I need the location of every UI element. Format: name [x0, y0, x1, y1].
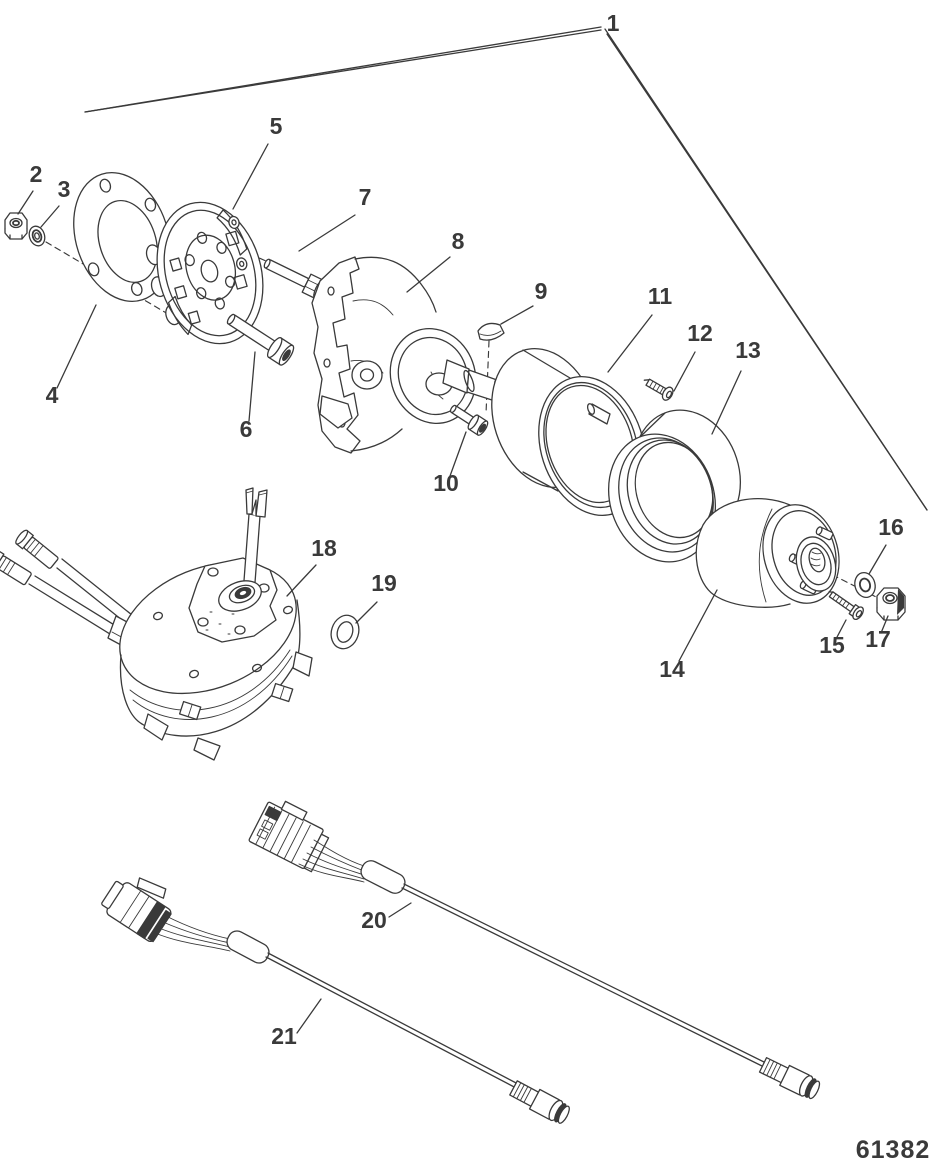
plug-connector	[248, 800, 330, 873]
callout-15: 15	[819, 632, 845, 658]
drawing-number: 61382	[856, 1136, 931, 1162]
callout-12: 12	[687, 320, 713, 346]
callout-8: 8	[452, 228, 465, 254]
callout-14: 14	[659, 656, 685, 682]
part-9-key	[477, 322, 505, 341]
hose-fitting-upper	[15, 529, 59, 569]
callout-7: 7	[359, 184, 372, 210]
callout-leader-19	[355, 601, 378, 624]
part-19-oring	[330, 614, 360, 650]
callout-leader-17	[880, 615, 889, 634]
round-connector-end	[509, 1080, 570, 1124]
part-14-end-cap	[695, 498, 840, 608]
callout-leader-8	[406, 256, 451, 293]
callout-13: 13	[735, 337, 761, 363]
callout-3: 3	[58, 176, 71, 202]
callout-leader-21	[296, 998, 322, 1034]
callout-leader-10	[449, 431, 467, 477]
callout-10: 10	[433, 470, 459, 496]
part-5-end-frame	[145, 201, 264, 345]
callout-leader-1	[84, 29, 602, 113]
callout-2: 2	[30, 161, 43, 187]
round-connector-end	[758, 1057, 821, 1100]
callout-leader-2	[17, 190, 34, 215]
callout-18: 18	[311, 535, 337, 561]
callout-6: 6	[240, 416, 253, 442]
callout-leader-4	[56, 304, 97, 389]
callout-leader-5	[232, 143, 269, 210]
part-10-screw	[449, 404, 489, 436]
callout-1: 1	[607, 10, 620, 36]
callout-leader-3	[40, 205, 60, 228]
part-17-locknut	[876, 587, 906, 621]
callout-leader-13	[711, 370, 742, 435]
callout-17: 17	[865, 626, 891, 652]
callout-16: 16	[878, 514, 904, 540]
callout-leader-9	[500, 305, 534, 325]
callout-leader-12	[673, 351, 696, 392]
part-2-locknut	[4, 212, 28, 240]
callout-4: 4	[46, 382, 59, 408]
callout-leader-20	[388, 902, 412, 918]
part-21-harness	[101, 877, 570, 1124]
callout-5: 5	[270, 113, 283, 139]
callout-20: 20	[361, 907, 387, 933]
callout-21: 21	[271, 1023, 297, 1049]
callout-leader-15	[835, 619, 847, 640]
callout-9: 9	[535, 278, 548, 304]
part-18-pump-assembly	[0, 487, 313, 761]
callout-leader-16	[868, 544, 887, 575]
part-4-gasket	[73, 171, 171, 303]
callout-leader-6	[248, 351, 256, 422]
part-15-screw	[828, 591, 864, 621]
callout-leader-1	[606, 33, 928, 511]
callout-leader-7	[298, 214, 356, 252]
callout-leader-11	[607, 314, 653, 373]
hose-fitting-lower	[0, 549, 32, 586]
callout-leader-14	[678, 589, 718, 662]
callout-11: 11	[648, 283, 673, 309]
part-3-washer	[28, 225, 46, 247]
callout-leader-18	[286, 564, 317, 597]
part-12-screw	[643, 378, 674, 401]
part-8-gear-housing	[311, 256, 517, 454]
socket-connector	[101, 877, 172, 943]
part-6-bolt	[226, 313, 295, 366]
part-20-harness	[248, 800, 821, 1100]
callout-19: 19	[371, 570, 397, 596]
part-16-washer	[854, 572, 876, 598]
